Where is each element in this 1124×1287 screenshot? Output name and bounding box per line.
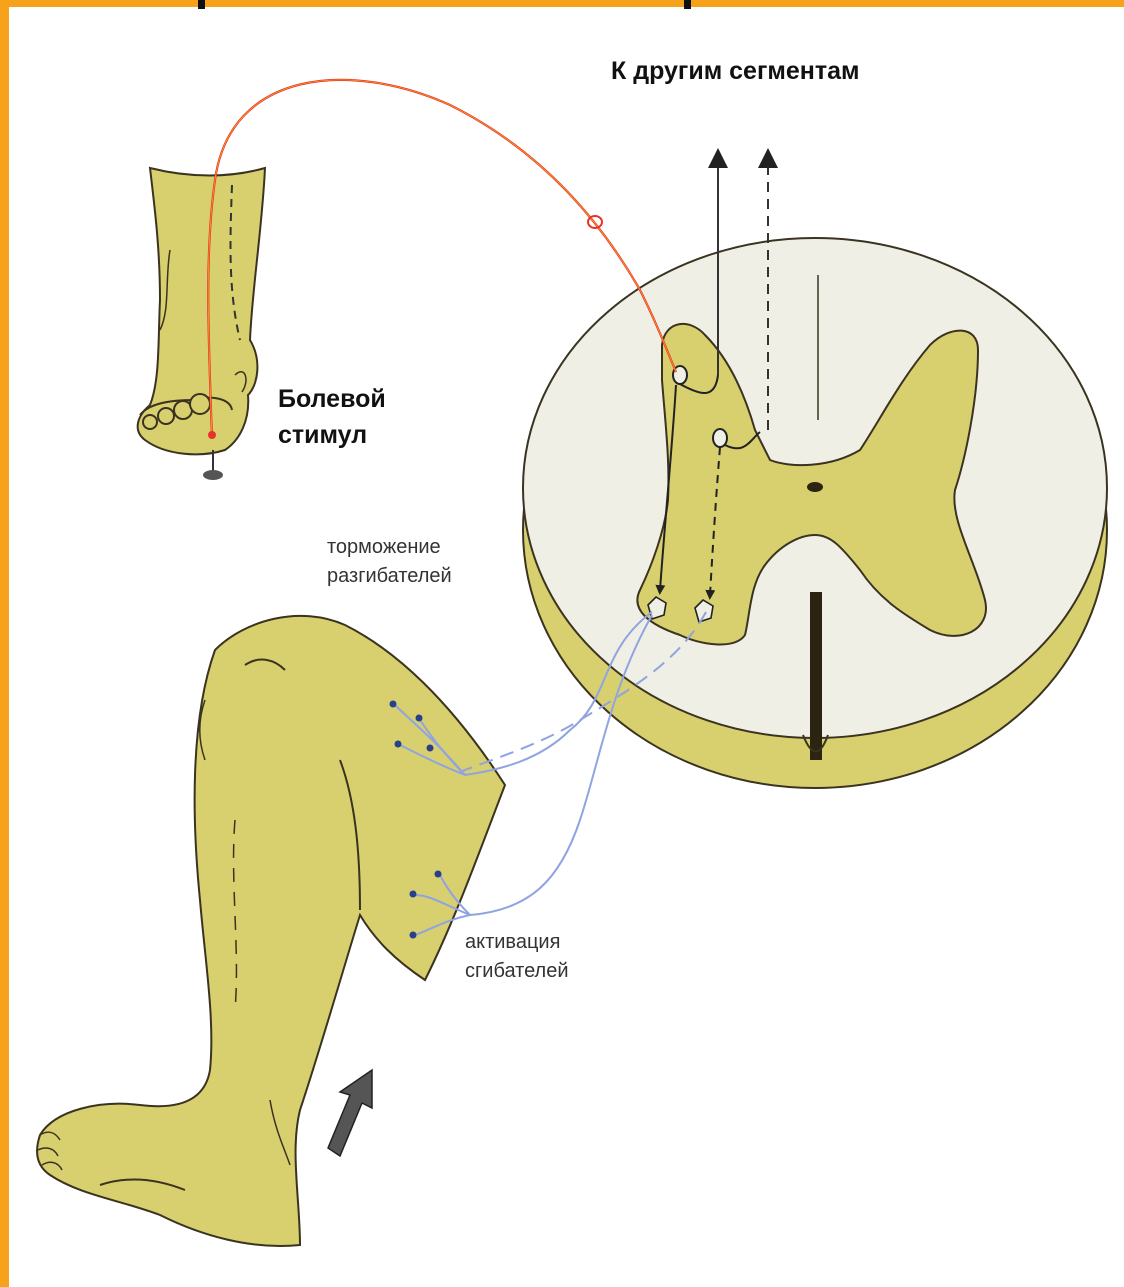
label-pain-stimulus-line1: Болевой <box>278 385 386 414</box>
leg-illustration <box>37 616 505 1246</box>
label-flexor-activation-line2: сгибателей <box>465 957 569 986</box>
label-extensor-inhibition-line1: торможение <box>327 533 441 562</box>
foot-illustration <box>138 168 265 480</box>
label-pain-stimulus-line2: стимул <box>278 421 367 450</box>
spinal-cord-section <box>523 238 1107 788</box>
label-flexor-activation-line1: активация <box>465 928 560 957</box>
label-extensor-inhibition-line2: разгибателей <box>327 562 452 591</box>
label-other-segments: К другим сегментам <box>611 57 860 86</box>
